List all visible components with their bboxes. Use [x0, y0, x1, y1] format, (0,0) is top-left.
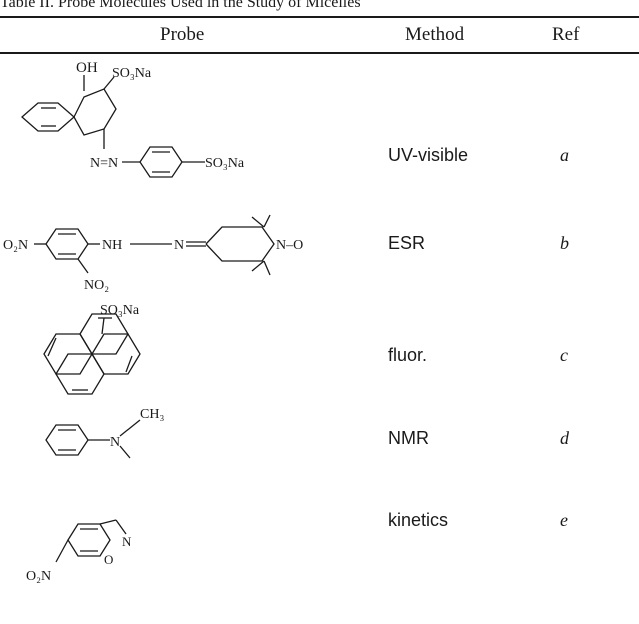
table-caption: Table II. Probe Molecules Used in the St…: [0, 0, 361, 11]
method-fluor: fluor.: [388, 345, 428, 365]
label-azo: N=N: [90, 156, 118, 171]
ref-b: b: [560, 233, 569, 253]
method-esr: ESR: [388, 233, 426, 253]
header-probe: Probe: [160, 24, 205, 45]
structure-dimethylaniline: N CH₃: [45, 407, 164, 459]
ref-a: a: [560, 145, 569, 165]
label-so3na-top: SO₃Na: [112, 66, 152, 81]
label-so3na: SO₃Na: [100, 303, 140, 318]
header-ref: Ref: [552, 24, 580, 45]
label-nh: NH: [102, 238, 122, 253]
header-rule: [0, 52, 639, 54]
structure-nitroxide: O₂N NH N N–O NO₂: [3, 214, 303, 293]
ref-c: c: [560, 345, 568, 365]
ref-d: d: [560, 428, 569, 448]
label-o2n: O₂N: [3, 238, 28, 253]
label-n-isox: N: [122, 534, 132, 549]
header-method: Method: [405, 24, 465, 45]
label-oh: OH: [76, 60, 98, 76]
label-nitroxide: N–O: [276, 238, 303, 253]
top-rule: [0, 16, 639, 18]
structure-benzisoxazole: N O O₂N: [26, 519, 132, 584]
label-ch3: CH₃: [140, 407, 164, 422]
label-so3na-right: SO₃Na: [205, 156, 245, 171]
structure-azo-dye: OH SO₃Na N=N SO₃Na: [21, 60, 245, 178]
label-n: N: [110, 435, 120, 450]
label-no2: NO₂: [84, 278, 109, 293]
method-kinetics: kinetics: [388, 510, 449, 530]
label-o2n-isox: O₂N: [26, 569, 51, 584]
label-n-eq: N: [174, 238, 184, 253]
method-uv-visible: UV-visible: [388, 145, 469, 165]
structure-pyrene: SO₃Na: [43, 303, 141, 395]
label-o-isox: O: [104, 552, 113, 567]
ref-e: e: [560, 510, 568, 530]
method-nmr: NMR: [388, 428, 429, 448]
